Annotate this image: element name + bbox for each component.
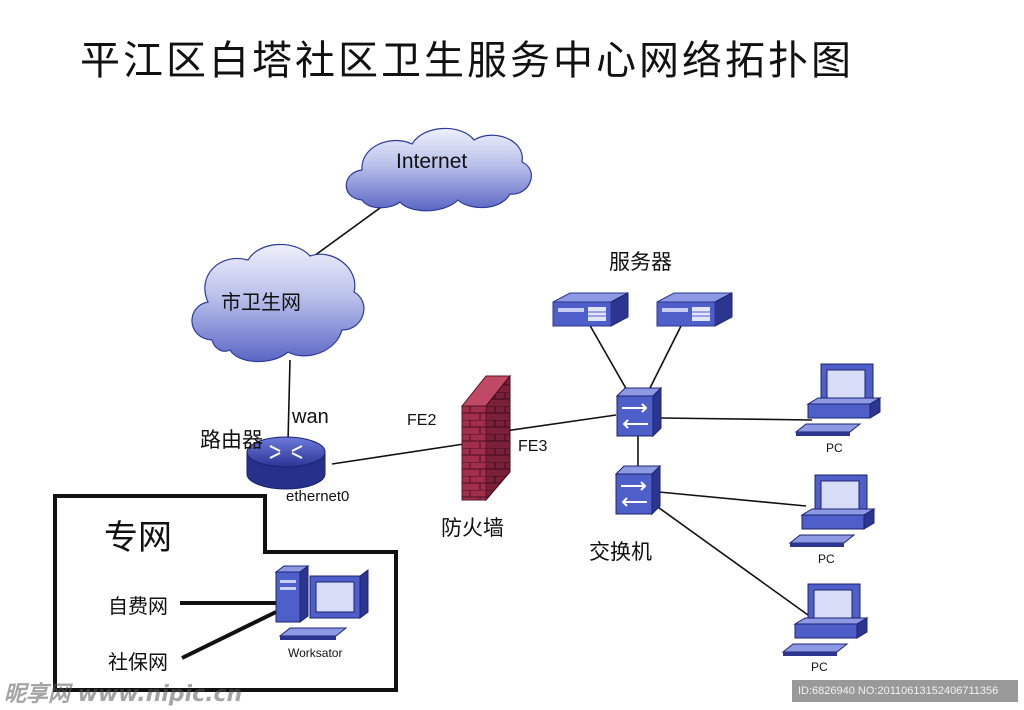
router-label: 路由器 (200, 428, 263, 452)
link-server2-switch (647, 321, 684, 393)
pc-icon-1 (794, 363, 882, 436)
workstation-label: Worksator (288, 646, 343, 660)
switch-icon-2 (614, 464, 662, 516)
link-router-firewall (331, 443, 465, 465)
servers-label: 服务器 (609, 250, 672, 274)
social-security-net-label: 社保网 (108, 650, 168, 674)
diagram-title: 平江区白塔社区卫生服务中心网络拓扑图 (80, 38, 854, 84)
router-ethernet-port-label: ethernet0 (286, 488, 350, 505)
private-net-label: 专网 (104, 518, 172, 558)
switch-label: 交换机 (589, 540, 652, 564)
pc-label-2: PC (818, 552, 835, 566)
firewall-port-fe2-label: FE2 (407, 412, 437, 429)
city-health-net-label: 市卫生网 (221, 290, 301, 314)
link-switch2-pc2 (658, 491, 807, 507)
site-watermark: 昵享网 www.nipic.cn (4, 682, 243, 707)
router-wan-port-label: wan (292, 406, 329, 428)
pc-label-3: PC (811, 660, 828, 674)
firewall-port-fe3-label: FE3 (518, 438, 548, 455)
internet-label: Internet (396, 150, 468, 173)
link-firewall-switch (504, 414, 617, 432)
switch-icon-1 (615, 386, 663, 438)
links (287, 204, 813, 616)
pc-icon-3 (781, 583, 869, 656)
link-internet-citynet (313, 204, 385, 257)
server-icon-2 (656, 292, 733, 327)
workstation-icon (274, 565, 369, 640)
router-icon (246, 436, 326, 490)
firewall-label: 防火墙 (441, 516, 504, 540)
firewall-icon (460, 374, 512, 502)
private-net-links (180, 601, 277, 660)
city-health-net-cloud-icon (191, 243, 365, 363)
server-icon-1 (552, 292, 629, 327)
self-pay-net-label: 自费网 (108, 594, 168, 618)
pc-label-1: PC (826, 441, 843, 455)
private-net-boundary (53, 494, 398, 692)
link-switch2-pc3 (654, 504, 809, 616)
pc-icon-2 (788, 474, 876, 547)
internet-cloud-icon (345, 127, 532, 212)
image-id-watermark: ID:6826940 NO:20110613152406711356 (792, 680, 1018, 702)
link-citynet-router (287, 359, 291, 443)
link-switch-pc1 (660, 417, 813, 421)
link-server1-switch (587, 321, 629, 393)
link-socialsec-workstation (181, 610, 277, 660)
